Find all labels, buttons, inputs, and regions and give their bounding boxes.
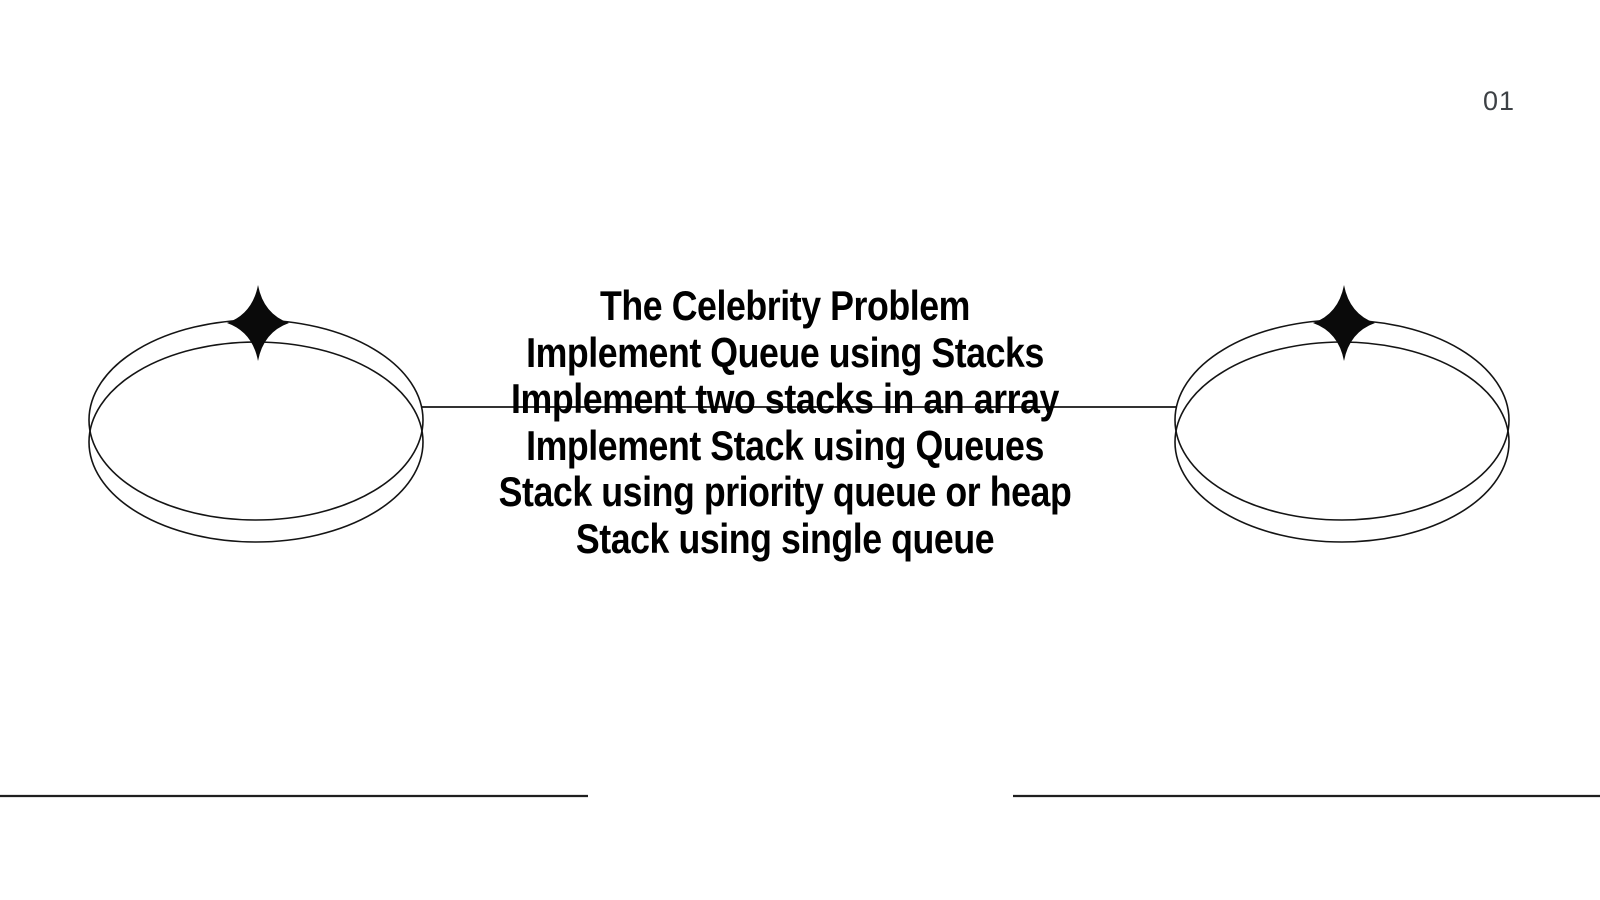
page-number: 01 <box>1483 86 1516 116</box>
topic-line-6: Stack using single queue <box>575 514 995 562</box>
topic-line-4: Implement Stack using Queues <box>526 421 1044 469</box>
right-sparkle-icon <box>1313 285 1375 361</box>
topic-line-3: Implement two stacks in an array <box>511 375 1059 422</box>
topic-line-5: Stack using priority queue or heap <box>498 468 1072 515</box>
topic-list: The Celebrity Problem Implement Queue us… <box>275 282 1295 562</box>
topic-line-1: The Celebrity Problem <box>600 282 970 329</box>
left-sparkle-icon <box>227 285 289 361</box>
topic-line-2: Implement Queue using Stacks <box>526 328 1044 376</box>
